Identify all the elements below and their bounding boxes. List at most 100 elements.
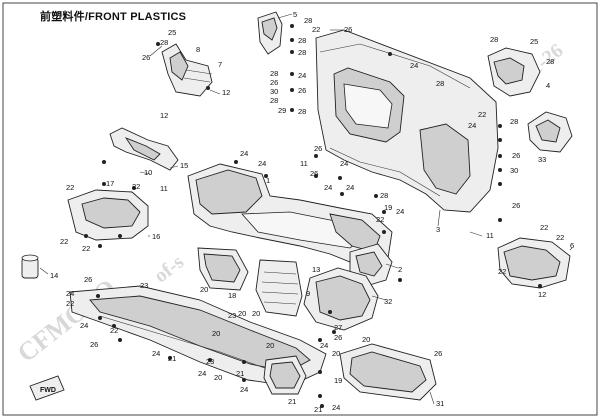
callout: 25 bbox=[168, 28, 176, 37]
callout: 28 bbox=[510, 117, 518, 126]
callout: 22 bbox=[312, 25, 320, 34]
callout: 26 bbox=[344, 25, 352, 34]
callout: 24 bbox=[340, 159, 348, 168]
callout: 23 bbox=[206, 357, 214, 366]
callout: 28 bbox=[298, 107, 306, 116]
callout: 28 bbox=[546, 57, 554, 66]
part-light-housing bbox=[303, 267, 379, 331]
callout: 21 bbox=[168, 354, 176, 363]
callout: 18 bbox=[228, 291, 236, 300]
callout: 24 bbox=[396, 207, 404, 216]
callout: 28 bbox=[490, 35, 498, 44]
callout: 22 bbox=[376, 215, 384, 224]
forward-arrow: FWD bbox=[29, 375, 65, 401]
callout: 28 bbox=[298, 48, 306, 57]
callout: 7 bbox=[218, 60, 222, 69]
callout: 9 bbox=[306, 289, 310, 298]
callout: 22 bbox=[132, 182, 140, 191]
callout: 19 bbox=[384, 203, 392, 212]
callout: 28 bbox=[270, 69, 278, 78]
part-top-bracket bbox=[257, 11, 283, 55]
callout: 32 bbox=[384, 297, 392, 306]
callout: 26 bbox=[314, 144, 322, 153]
callout: 8 bbox=[196, 45, 200, 54]
callout: 17 bbox=[106, 179, 114, 188]
callout: 30 bbox=[510, 166, 518, 175]
callout: 12 bbox=[160, 111, 168, 120]
callout: 22 bbox=[60, 237, 68, 246]
part-right-small-bracket bbox=[527, 111, 573, 153]
callout: 28 bbox=[160, 38, 168, 47]
callout: 20 bbox=[238, 309, 246, 318]
callout: 21 bbox=[314, 405, 322, 414]
callout: 24 bbox=[240, 385, 248, 394]
callout: 29 bbox=[278, 106, 286, 115]
callout: 20 bbox=[214, 373, 222, 382]
callout: 26 bbox=[512, 201, 520, 210]
callout: 20 bbox=[212, 329, 220, 338]
callout: 24 bbox=[298, 71, 306, 80]
callout: 21 bbox=[236, 369, 244, 378]
callout: 22 bbox=[82, 244, 90, 253]
callout: 28 bbox=[270, 96, 278, 105]
callout: 22 bbox=[110, 326, 118, 335]
leader-lines bbox=[39, 13, 573, 405]
callout: 31 bbox=[436, 399, 444, 408]
callout: 20 bbox=[266, 341, 274, 350]
callout: 26 bbox=[512, 151, 520, 160]
callout: 26 bbox=[310, 169, 318, 178]
forward-arrow-label: FWD bbox=[40, 387, 56, 394]
callout: 24 bbox=[324, 183, 332, 192]
callout: 11 bbox=[300, 159, 308, 168]
callout: 24 bbox=[80, 321, 88, 330]
callout: 26 bbox=[334, 333, 342, 342]
callout: 28 bbox=[304, 16, 312, 25]
callout: 23 bbox=[228, 311, 236, 320]
part-grille bbox=[255, 259, 303, 317]
callout: 11 bbox=[160, 184, 168, 193]
callout: 24 bbox=[66, 289, 74, 298]
callout: 12 bbox=[222, 88, 230, 97]
callout: 22 bbox=[66, 299, 74, 308]
callout: 16 bbox=[152, 232, 160, 241]
part-cylinder-14 bbox=[21, 254, 39, 279]
callout: 19 bbox=[334, 376, 342, 385]
callout: 20 bbox=[252, 309, 260, 318]
callout: 26 bbox=[434, 349, 442, 358]
callout: 10 bbox=[144, 168, 152, 177]
callout: 24 bbox=[240, 149, 248, 158]
part-left-shroud bbox=[67, 189, 149, 241]
callout: 5 bbox=[293, 10, 297, 19]
callout: 6 bbox=[570, 241, 574, 250]
callout-numbers: 5 28 22 26 28 28 25 28 8 26 7 12 12 28 2… bbox=[50, 10, 574, 414]
callout: 22 bbox=[498, 267, 506, 276]
callout: 26 bbox=[270, 78, 278, 87]
part-glovebox-lid bbox=[197, 247, 249, 291]
callout: 26 bbox=[142, 53, 150, 62]
part-front-panel bbox=[315, 29, 499, 213]
callout: 20 bbox=[362, 335, 370, 344]
callout: 24 bbox=[410, 61, 418, 70]
part-bottom-cover bbox=[263, 355, 307, 395]
part-right-bracket bbox=[487, 47, 541, 97]
callout: 24 bbox=[332, 403, 340, 412]
callout: 22 bbox=[540, 223, 548, 232]
callout: 3 bbox=[436, 225, 440, 234]
callout: 14 bbox=[50, 271, 58, 280]
diagram-title: 前塑料件/FRONT PLASTICS bbox=[40, 8, 186, 24]
callout: 22 bbox=[66, 183, 74, 192]
callout: 13 bbox=[312, 265, 320, 274]
callout: 28 bbox=[298, 36, 306, 45]
callout: 24 bbox=[152, 349, 160, 358]
callout: 2 bbox=[398, 265, 402, 274]
callout: 26 bbox=[298, 86, 306, 95]
callout: 26 bbox=[84, 275, 92, 284]
callout: 27 bbox=[334, 323, 342, 332]
callout: 15 bbox=[180, 161, 188, 170]
callout: 12 bbox=[538, 290, 546, 299]
callout: 22 bbox=[556, 233, 564, 242]
callout: 24 bbox=[258, 159, 266, 168]
callout: 26 bbox=[90, 340, 98, 349]
